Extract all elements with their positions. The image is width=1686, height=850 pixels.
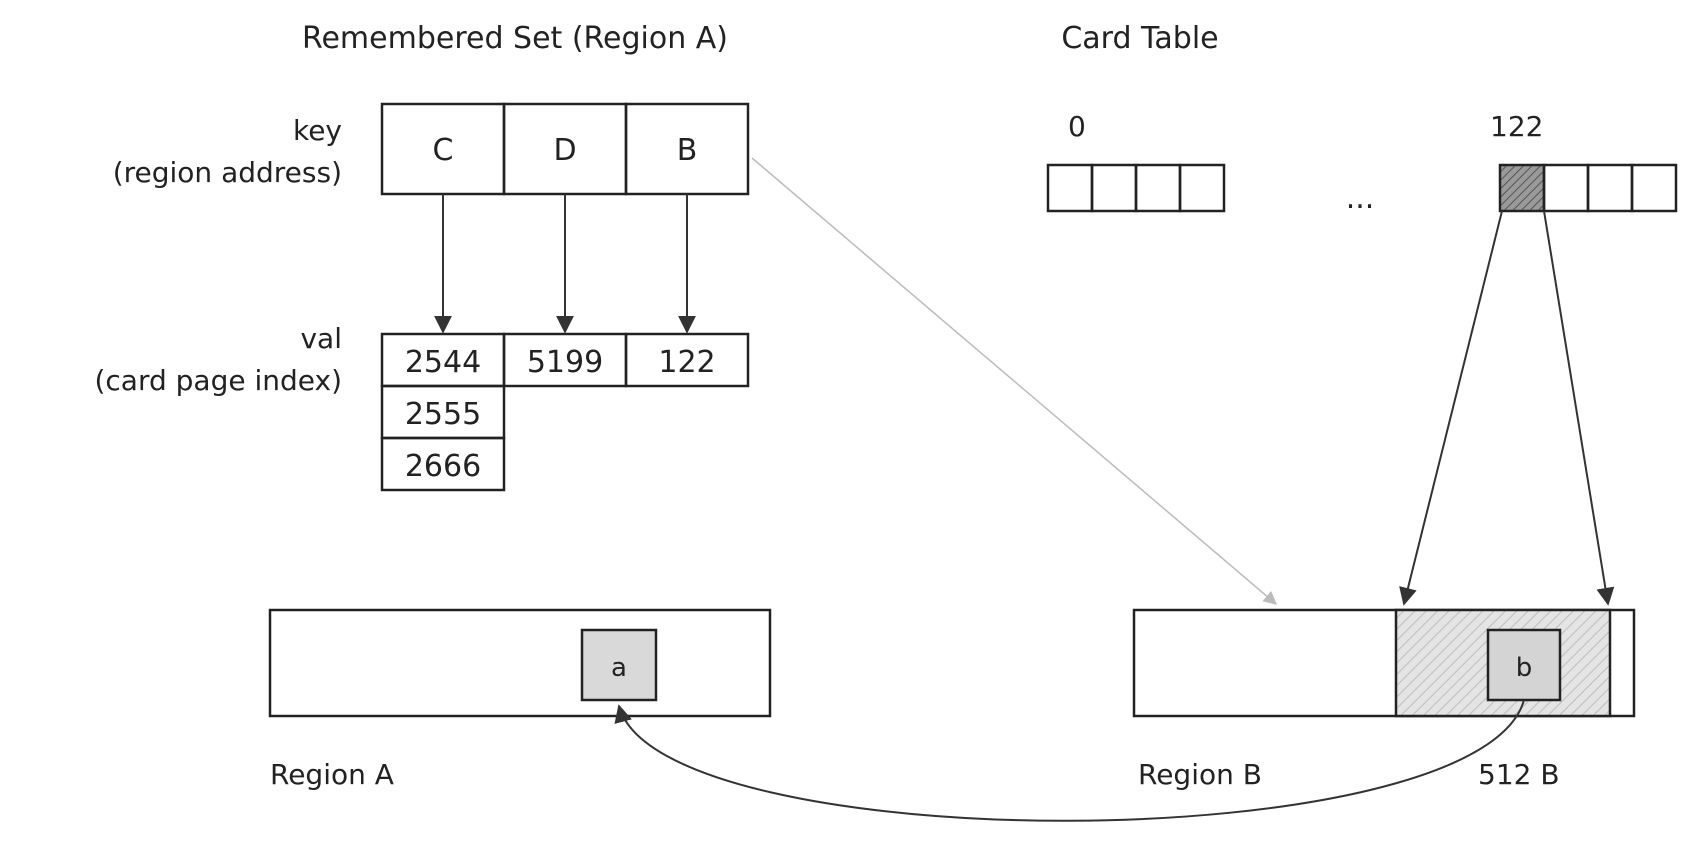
card-cell-dirty: [1498, 163, 1546, 213]
card-cell: [1090, 163, 1138, 213]
val-c-0: 2544: [405, 345, 481, 380]
card-cell: [1586, 163, 1634, 213]
card-cell: [1542, 163, 1590, 213]
card-cell: [1178, 163, 1226, 213]
object-a-label: a: [611, 653, 627, 683]
region-a-label: Region A: [270, 758, 394, 791]
key-b-text: B: [677, 133, 698, 168]
region-b: b: [1132, 608, 1636, 718]
val-d-0: 5199: [527, 345, 603, 380]
object-b-label: b: [1516, 653, 1533, 683]
val-label: val: [300, 322, 342, 355]
remembered-set-title: Remembered Set (Region A): [302, 21, 728, 56]
key-b-to-region-b-arrow: [751, 157, 1278, 605]
rs-val-table: 2544 5199 122 2555 2666: [380, 332, 750, 492]
val-c-1: 2555: [405, 397, 481, 432]
key-d-text: D: [553, 133, 576, 168]
region-b-label: Region B: [1138, 758, 1262, 791]
region-a-box: [268, 608, 772, 718]
card-span-left-arrow: [1399, 210, 1503, 606]
val-cell: [624, 332, 750, 388]
region-b-box: [1132, 608, 1636, 718]
key-label: key: [293, 114, 342, 147]
object-a-box: [580, 628, 658, 702]
card-index-marked: 122: [1490, 110, 1543, 143]
key-c-text: C: [433, 133, 454, 168]
card-ellipsis: ...: [1346, 181, 1375, 216]
card-cell: [1046, 163, 1094, 213]
card-index-first: 0: [1068, 110, 1086, 143]
card-cell: [1630, 163, 1678, 213]
card-cell: [1134, 163, 1182, 213]
region-a: a: [268, 608, 772, 718]
card-span-right-arrow: [1543, 210, 1615, 606]
card-group-start: [1046, 163, 1226, 213]
reference-b-to-a-arrow: [614, 699, 1525, 822]
key-sub-label: (region address): [113, 156, 342, 189]
val-c-2: 2666: [405, 449, 481, 484]
rs-key-row: C D B: [380, 102, 750, 196]
val-b-0: 122: [658, 345, 715, 380]
val-cell: [380, 436, 506, 492]
object-b-box: [1486, 628, 1562, 702]
card-group-end: [1498, 163, 1678, 213]
card-size-label: 512 B: [1478, 758, 1560, 791]
card-table-title: Card Table: [1061, 21, 1218, 56]
val-sub-label: (card page index): [94, 364, 342, 397]
